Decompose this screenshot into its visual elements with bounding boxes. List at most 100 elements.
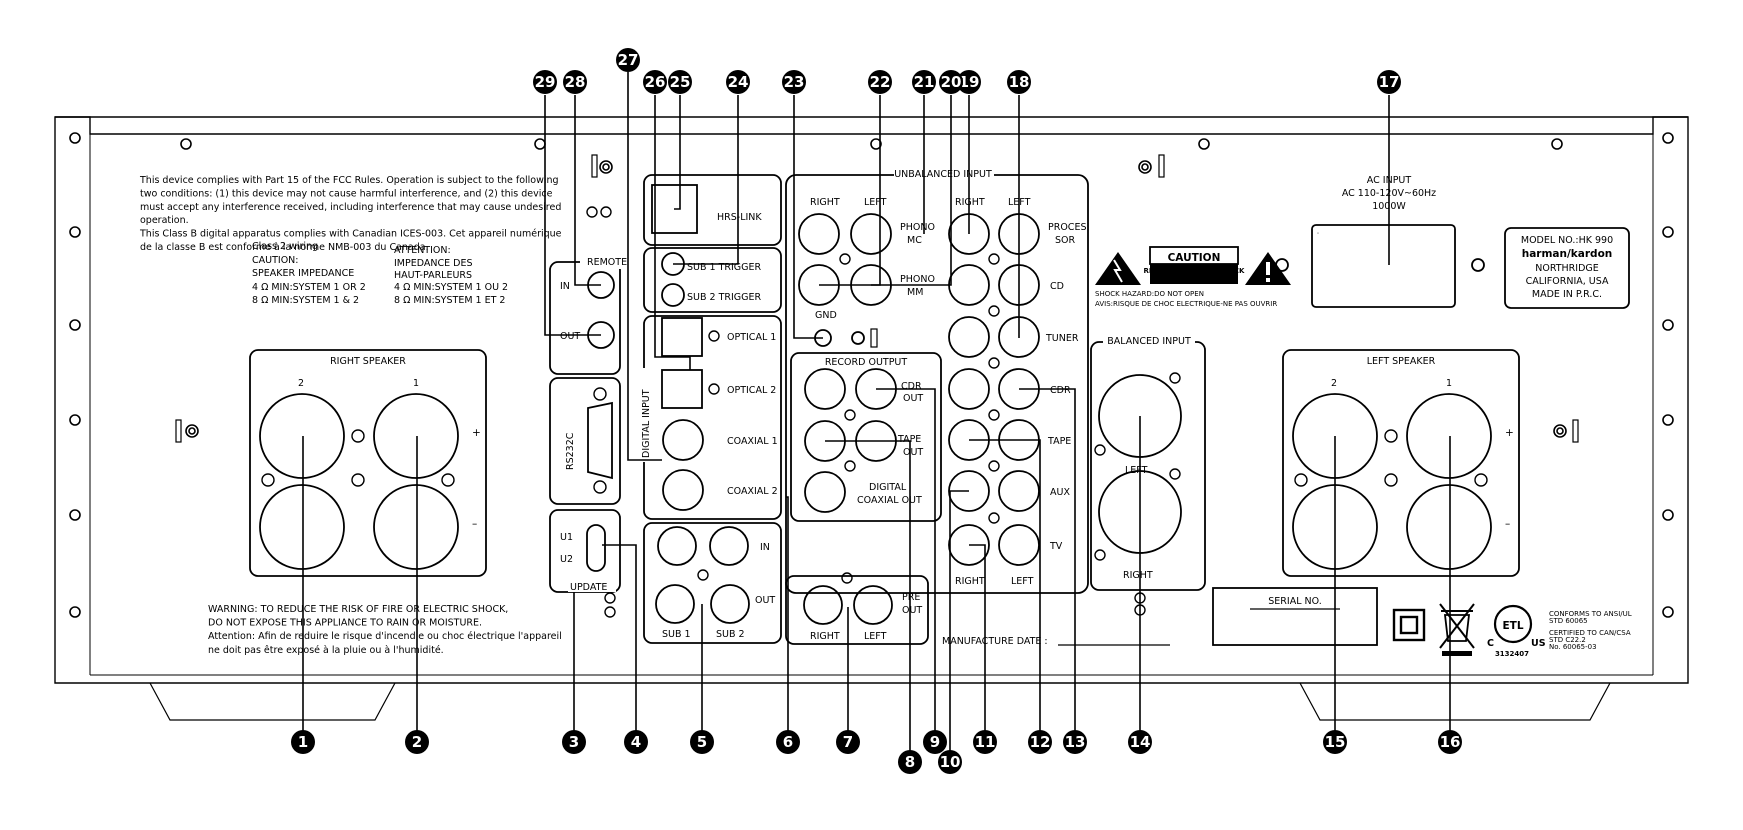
tv-label: TV — [1049, 541, 1063, 552]
exclamation-dot — [1266, 278, 1270, 282]
caution-line1: RISK OF ELECTRIC SHOCK — [1144, 267, 1246, 275]
warning-line: Attention: Afin de reduire le risque d'i… — [208, 631, 562, 642]
optical-1-port[interactable] — [662, 318, 702, 356]
serial-no-label: SERIAL NO. — [1268, 596, 1321, 607]
gnd-label: GND — [815, 310, 837, 321]
screw-hole — [698, 570, 708, 580]
tuner-label: TUNER — [1045, 333, 1079, 344]
right-speaker-terminal-1-positive[interactable] — [374, 394, 458, 478]
right-speaker-terminal-1-negative[interactable] — [374, 485, 458, 569]
callout-13: 13 — [1063, 730, 1087, 754]
callout-number: 2 — [412, 733, 422, 751]
update-u2: U2 — [560, 554, 573, 565]
unb-tv-left-jack[interactable] — [999, 525, 1039, 565]
speaker-impedance-en: SPEAKER IMPEDANCE — [252, 268, 354, 279]
cdr-label: CDR — [1050, 385, 1071, 396]
left-speaker-terminal-1-positive[interactable] — [1407, 394, 1491, 478]
sub2-trigger-jack[interactable] — [662, 284, 684, 306]
right-speaker-num-1: 1 — [413, 378, 419, 389]
phono-mc-left-jack[interactable] — [851, 214, 891, 254]
attention-fr: ATTENTION: — [394, 245, 451, 256]
callout-number: 11 — [975, 733, 996, 751]
impedance-fr-2: HAUT-PARLEURS — [394, 270, 472, 281]
sub-2-out-jack[interactable] — [711, 585, 749, 623]
left-speaker-title: LEFT SPEAKER — [1367, 356, 1436, 367]
callout-number: 24 — [728, 73, 749, 91]
callout-15: 15 — [1323, 730, 1347, 754]
callout-number: 3 — [569, 733, 579, 751]
update-title: UPDATE — [570, 582, 607, 593]
callout-number: 27 — [618, 51, 639, 69]
min8-en: 8 Ω MIN:SYSTEM 1 & 2 — [252, 295, 359, 306]
unb-bottom-left: LEFT — [1011, 576, 1034, 587]
caution-line2: DO NOT OPEN — [1167, 276, 1222, 284]
min8-fr: 8 Ω MIN:SYSTEM 1 ET 2 — [394, 295, 505, 306]
callout-7: 7 — [836, 730, 860, 754]
right-speaker-plus: + — [472, 427, 481, 439]
right-speaker-terminal-2-negative[interactable] — [260, 485, 344, 569]
coaxial-2-jack[interactable] — [663, 470, 703, 510]
screw-hole — [594, 388, 606, 400]
unb-tuner-right-jack[interactable] — [949, 317, 989, 357]
left-speaker-num-2: 2 — [1331, 378, 1337, 389]
ac-power-inlet[interactable] — [1312, 225, 1455, 307]
left-speaker-panel — [1283, 350, 1519, 576]
left-speaker-num-1: 1 — [1446, 378, 1452, 389]
optical-1-label: OPTICAL 1 — [727, 332, 776, 343]
unb-aux-left-jack[interactable] — [999, 471, 1039, 511]
rs232c-port[interactable] — [588, 403, 612, 478]
phono-mm-1: PHONO — [900, 274, 935, 285]
phono-mc-2: MC — [907, 235, 922, 246]
screw-hole — [845, 461, 855, 471]
callout-number: 26 — [645, 73, 666, 91]
screw-hole — [262, 474, 274, 486]
right-speaker-terminal-2-positive[interactable] — [260, 394, 344, 478]
callout-number: 13 — [1065, 733, 1086, 751]
callout-number: 6 — [783, 733, 793, 751]
sub-1-out-jack[interactable] — [656, 585, 694, 623]
optical-2-port[interactable] — [662, 370, 702, 408]
unb-cd-right-jack[interactable] — [949, 265, 989, 305]
coaxial-1-label: COAXIAL 1 — [727, 436, 778, 447]
screw-hole — [601, 207, 611, 217]
ac-screw-left — [1276, 259, 1288, 271]
screw-hole — [709, 384, 719, 394]
balanced-title: BALANCED INPUT — [1107, 336, 1191, 347]
fcc-notice-line: two conditions: (1) this device may not … — [140, 188, 553, 199]
callout-18: 18 — [1007, 70, 1031, 94]
cd-label: CD — [1050, 281, 1064, 292]
trigger-sub2-label: SUB 2 TRIGGER — [687, 292, 762, 303]
callout-number: 16 — [1440, 733, 1461, 751]
sub-in-right-jack[interactable] — [658, 527, 696, 565]
record-output-title: RECORD OUTPUT — [825, 357, 908, 368]
update-switch[interactable] — [587, 525, 605, 571]
screw-hole — [352, 430, 364, 442]
pre-out-right-jack[interactable] — [804, 586, 842, 624]
leader-line — [871, 95, 951, 285]
digital-coaxial-out-jack[interactable] — [805, 472, 845, 512]
callout-number: 17 — [1379, 73, 1400, 91]
callout-number: 10 — [940, 753, 961, 771]
unb-cdr-right-jack[interactable] — [949, 369, 989, 409]
coaxial-1-jack[interactable] — [663, 420, 703, 460]
cdr-out-right-jack[interactable] — [805, 369, 845, 409]
subwoofer-panel — [644, 523, 781, 643]
pre-out-left-jack[interactable] — [854, 586, 892, 624]
callout-number: 21 — [914, 73, 935, 91]
impedance-fr-1: IMPEDANCE DES — [394, 258, 473, 269]
phono-mc-right-jack[interactable] — [799, 214, 839, 254]
remote-out-label: OUT — [560, 331, 580, 342]
caution-title: CAUTION — [1168, 252, 1221, 264]
callout-3: 3 — [562, 730, 586, 754]
callout-23: 23 — [782, 70, 806, 94]
fcc-notice-line: This Class B digital apparatus complies … — [139, 229, 562, 240]
left-speaker-terminal-1-negative[interactable] — [1407, 485, 1491, 569]
callout-number: 7 — [843, 733, 853, 751]
leader-line — [602, 545, 636, 742]
proces-1: PROCES — [1048, 222, 1086, 233]
proces-2: SOR — [1055, 235, 1076, 246]
sub-in-left-jack[interactable] — [710, 527, 748, 565]
warning-line: DO NOT EXPOSE THIS APPLIANCE TO RAIN OR … — [208, 618, 482, 629]
